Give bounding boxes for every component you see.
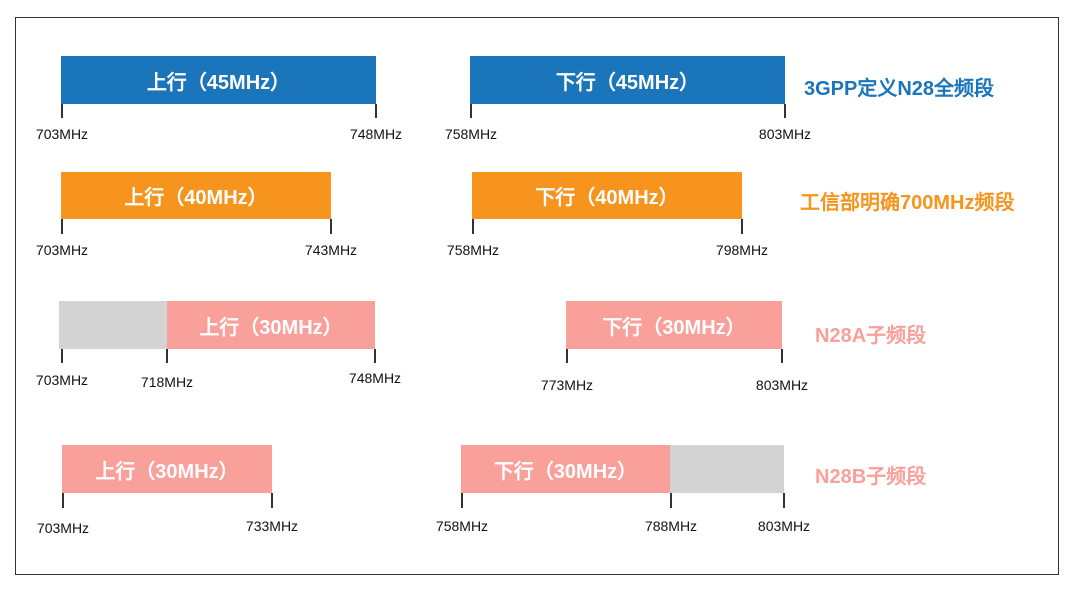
row4-tick (271, 493, 273, 508)
row4-tick (62, 493, 64, 508)
row3-tick (61, 349, 63, 363)
row1-tick (61, 104, 63, 118)
row2-tick (472, 219, 474, 234)
row3-title: N28A子频段 (815, 325, 927, 347)
row2-tick (61, 219, 63, 234)
row2-tick (330, 219, 332, 234)
row2-downlink-end-freq: 798MHz (715, 242, 769, 258)
row3-unused-segment (59, 301, 167, 349)
row2-downlink-label: 下行（40MHz） (535, 187, 679, 209)
row2-downlink-start-freq: 758MHz (446, 242, 500, 258)
row4-title: N28B子频段 (815, 466, 927, 488)
row2-uplink-end-freq: 743MHz (304, 242, 358, 258)
row3-downlink-bar: 下行（30MHz） (566, 301, 782, 349)
row3-uplink-end-freq: 748MHz (348, 370, 402, 386)
row3-downlink-label: 下行（30MHz） (602, 316, 746, 339)
row1-downlink-label: 下行（45MHz） (555, 71, 700, 94)
row3-tick (374, 349, 376, 363)
row1-uplink-label: 上行（45MHz） (146, 71, 291, 94)
row3-downlink-start-freq: 773MHz (540, 377, 594, 393)
row4-tick (461, 493, 463, 508)
row3-uplink-label: 上行（30MHz） (199, 316, 343, 339)
row4-downlink-label: 下行（30MHz） (493, 460, 638, 483)
row3-tick (781, 349, 783, 363)
row1-downlink-start-freq: 758MHz (444, 126, 498, 142)
row2-title: 工信部明确700MHz频段 (800, 192, 1015, 214)
row3-downlink-end-freq: 803MHz (755, 377, 809, 393)
row4-band-end-freq: 803MHz (757, 518, 811, 534)
row4-unused-segment (670, 445, 784, 493)
row4-downlink-bar: 下行（30MHz） (461, 445, 670, 493)
row3-uplink-bar: 上行（30MHz） (167, 301, 375, 349)
row1-downlink-bar: 下行（45MHz） (470, 56, 785, 104)
row3-tick (166, 349, 168, 363)
row3-tick (566, 349, 568, 363)
row1-downlink-end-freq: 803MHz (758, 126, 812, 142)
row1-uplink-end-freq: 748MHz (349, 126, 403, 142)
row1-tick (470, 104, 472, 118)
row4-tick (783, 493, 785, 508)
row4-uplink-bar: 上行（30MHz） (62, 445, 272, 493)
row1-tick (375, 104, 377, 118)
row4-uplink-end-freq: 733MHz (245, 518, 299, 534)
row2-tick (741, 219, 743, 234)
row2-uplink-bar: 上行（40MHz） (61, 172, 331, 219)
row4-downlink-start-freq: 758MHz (435, 518, 489, 534)
row2-uplink-label: 上行（40MHz） (124, 187, 268, 209)
diagram-frame (15, 17, 1059, 575)
row1-uplink-bar: 上行（45MHz） (61, 56, 376, 104)
row1-uplink-start-freq: 703MHz (35, 126, 89, 142)
row3-band-start-freq: 703MHz (35, 372, 89, 388)
row4-uplink-start-freq: 703MHz (36, 520, 90, 536)
row1-title: 3GPP定义N28全频段 (804, 78, 995, 100)
row4-uplink-label: 上行（30MHz） (95, 460, 239, 483)
row1-tick (784, 104, 786, 118)
row2-uplink-start-freq: 703MHz (35, 242, 89, 258)
row4-downlink-end-freq: 788MHz (644, 518, 698, 534)
row2-downlink-bar: 下行（40MHz） (472, 172, 742, 219)
row4-tick (670, 493, 672, 508)
row3-uplink-start-freq: 718MHz (140, 374, 194, 390)
